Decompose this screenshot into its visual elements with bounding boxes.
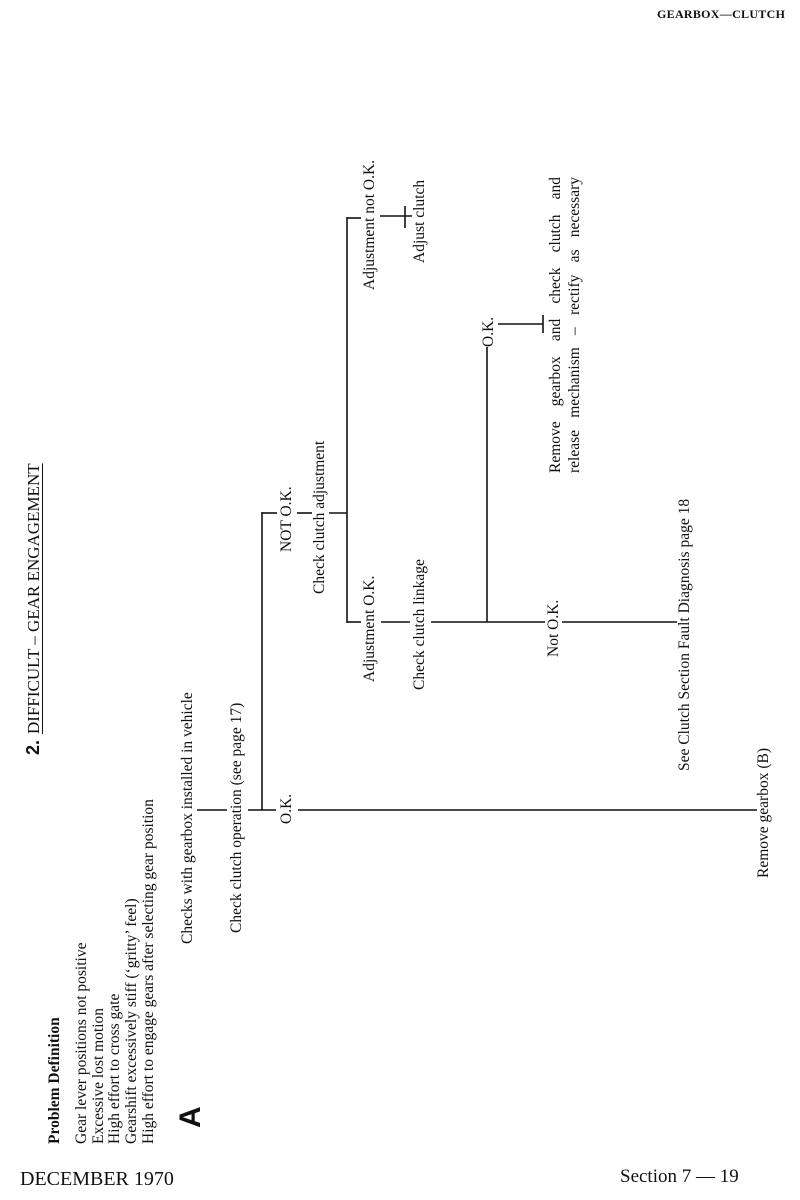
node-start-checks: Checks with gearbox installed in vehicle [179,692,196,944]
label-ok: O.K. [278,793,295,824]
node-see-fault-diagnosis: See Clutch Section Fault Diagnosis page … [676,498,693,771]
node-check-clutch-adjustment: Check clutch adjustment [311,440,328,594]
label-adjustment-ok: Adjustment O.K. [361,575,378,682]
remove-check-line-1: Remove gearbox and check clutch and [547,177,564,473]
running-header: GEARBOX—CLUTCH [657,7,786,21]
remove-check-line-2: release mechanism – rectify as necessary [566,177,583,473]
node-check-clutch-linkage: Check clutch linkage [411,559,428,690]
node-check-clutch-operation: Check clutch operation (see page 17) [228,702,245,933]
label-linkage-not-ok: Not O.K. [545,599,562,657]
node-remove-gearbox-b: Remove gearbox (B) [755,748,772,878]
label-linkage-ok: O.K. [480,316,497,347]
label-not-ok: NOT O.K. [278,486,295,552]
node-remove-gearbox-check-clutch: Remove gearbox and check clutch and rele… [546,177,584,473]
node-adjust-clutch: Adjust clutch [411,179,428,263]
footer-page-number: Section 7 — 19 [620,1166,739,1187]
footer-date: DECEMBER 1970 [20,1168,174,1190]
label-adjustment-not-ok: Adjustment not O.K. [361,159,378,290]
